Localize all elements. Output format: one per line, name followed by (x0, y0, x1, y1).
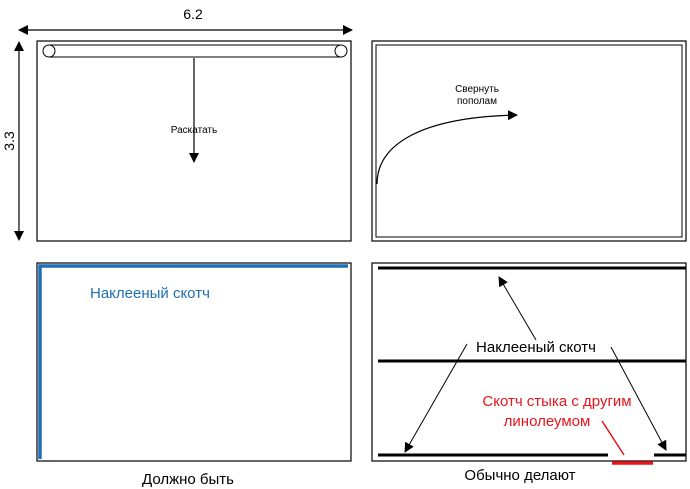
linoleum-sheet (36, 40, 352, 242)
pointer-arrow-bottom-right (610, 346, 667, 451)
joint-pointer-line (601, 420, 625, 456)
width-dimension-label: 6.2 (183, 6, 203, 22)
roll-shape (42, 44, 348, 58)
height-dimension-label: 3.3 (1, 131, 17, 151)
linoleum-sheet (36, 262, 352, 462)
fold-arrow (376, 110, 518, 185)
panel-fold-half: Свернуть пополам (371, 40, 687, 242)
usual-caption: Обычно делают (464, 467, 575, 484)
roll-out-label: Раскатать (171, 125, 217, 136)
correct-caption: Должно быть (142, 471, 234, 488)
linoleum-sheet-outer (371, 40, 687, 242)
joint-tape-label-line2: линолеумом (504, 413, 591, 430)
height-dimension: 3.3 (1, 41, 24, 241)
roll-right-end (334, 44, 348, 58)
panel-correct-taping: Наклееный скотч Должно быть (36, 262, 352, 488)
fold-label-line2: пополам (457, 96, 497, 107)
panel-usual-taping: Наклееный скотч Скотч стыка с другим лин… (371, 262, 687, 484)
width-dimension: 6.2 (18, 6, 353, 35)
usual-tape-label: Наклееный скотч (476, 339, 596, 356)
fold-label-line1: Свернуть (455, 84, 499, 95)
tape-strip-perimeter (38, 264, 348, 459)
joint-tape-label-line1: Скотч стыка с другим (482, 393, 631, 410)
linoleum-sheet-inner (375, 44, 683, 238)
panel-roll-out: Раскатать (36, 40, 352, 242)
correct-tape-label: Наклееный скотч (90, 285, 210, 302)
pointer-arrow-top (498, 276, 537, 341)
roll-left-end (42, 44, 56, 58)
pointer-arrow-bottom-left (404, 343, 468, 453)
